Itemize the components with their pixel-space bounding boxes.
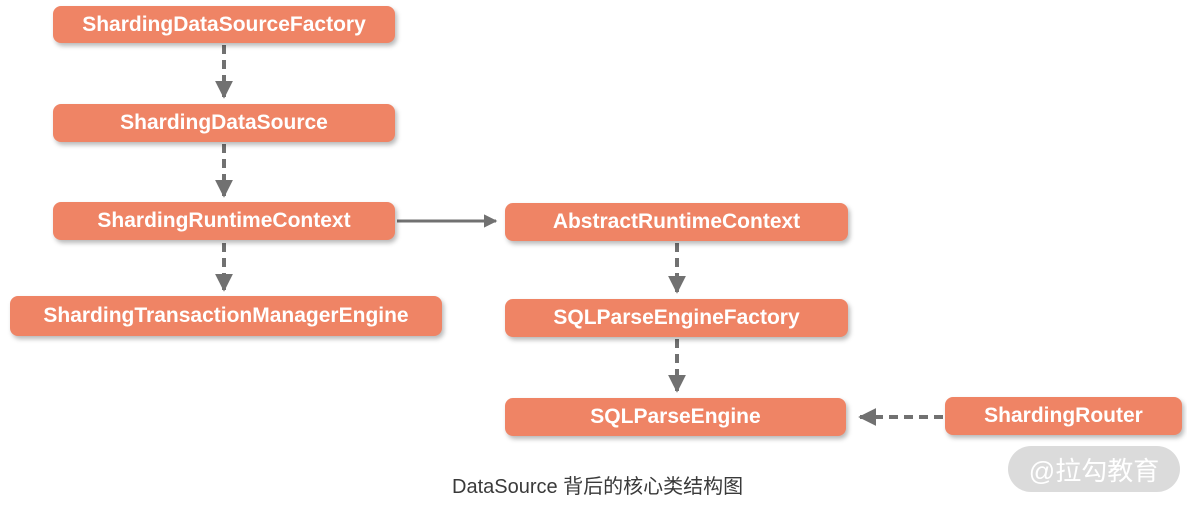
node-sharding-runtime-context: ShardingRuntimeContext [53, 202, 395, 240]
node-sharding-data-source: ShardingDataSource [53, 104, 395, 142]
node-sql-parse-engine-factory: SQLParseEngineFactory [505, 299, 848, 337]
node-abstract-runtime-context: AbstractRuntimeContext [505, 203, 848, 241]
node-sharding-transaction-manager-engine: ShardingTransactionManagerEngine [10, 296, 442, 336]
node-sharding-router: ShardingRouter [945, 397, 1182, 435]
node-sharding-data-source-factory: ShardingDataSourceFactory [53, 6, 395, 43]
watermark-badge: @拉勾教育 [1008, 446, 1180, 492]
node-sql-parse-engine: SQLParseEngine [505, 398, 846, 436]
diagram-caption: DataSource 背后的核心类结构图 [452, 476, 744, 498]
